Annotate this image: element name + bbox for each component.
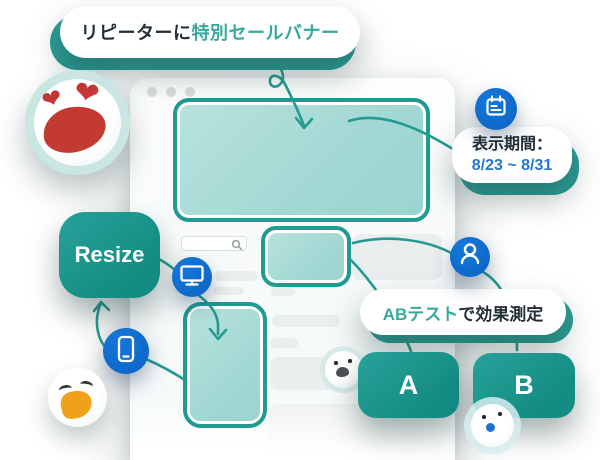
dog-eye (334, 361, 338, 365)
schedule-title: 表示期間： (471, 136, 552, 153)
window-control-dot (147, 87, 157, 97)
cat-eye (482, 415, 486, 419)
inline-banner-fill (268, 233, 344, 280)
top-callout-text-dark: リピーターに (80, 23, 192, 43)
variant-a-label: A (398, 369, 419, 400)
inline-banner-mockup (261, 226, 351, 287)
love-emoji: ❤ ❤ (25, 70, 130, 175)
schedule-date-range: 8/23 ~ 8/31 (471, 157, 553, 174)
calendar-icon (475, 86, 517, 133)
variant-a-button[interactable]: A (358, 352, 459, 418)
window-control-dot (185, 87, 195, 97)
placeholder-content-block (352, 234, 442, 280)
search-input[interactable] (181, 236, 247, 251)
resize-button[interactable]: Resize (59, 212, 160, 298)
abtest-callout: ABテストで効果測定 (360, 289, 566, 335)
desktop-banner-fill (180, 105, 423, 215)
placeholder-text-bar (213, 287, 244, 295)
abtest-text-dark: で効果測定 (458, 304, 544, 324)
search-icon (231, 238, 243, 256)
cat-mouth (486, 423, 495, 432)
variant-b-label: B (514, 370, 534, 400)
resize-button-label: Resize (74, 242, 145, 267)
laugh-emoji (48, 368, 107, 427)
monitor-icon (172, 255, 212, 300)
top-callout: リピーターに特別セールバナー (60, 6, 360, 58)
schedule-callout: 表示期間： 8/23 ~ 8/31 (452, 127, 572, 183)
placeholder-text-bar (215, 271, 257, 281)
mobile-banner-fill (190, 309, 260, 421)
top-callout-text-teal: 特別セールバナー (191, 23, 340, 43)
dog-eye (348, 359, 352, 363)
smartphone-badge (103, 328, 149, 374)
placeholder-text-bar (270, 338, 298, 348)
smartphone-icon (103, 326, 149, 377)
arrowhead-up (92, 300, 111, 313)
abtest-text-teal: ABテスト (382, 304, 459, 324)
calendar-badge (475, 88, 517, 130)
desktop-banner-mockup (173, 98, 430, 222)
window-control-dot (166, 87, 176, 97)
laugh-emoji-eye (79, 379, 94, 392)
person-badge (450, 237, 490, 277)
mobile-banner-mockup (183, 302, 267, 428)
person-icon (450, 235, 490, 280)
dog-nose (335, 366, 350, 378)
monitor-badge (172, 257, 212, 297)
cat-face (471, 404, 514, 447)
cat-eye (498, 412, 502, 416)
placeholder-text-bar (272, 315, 340, 327)
dog-face (325, 351, 362, 388)
placeholder-text-bar (271, 288, 295, 296)
